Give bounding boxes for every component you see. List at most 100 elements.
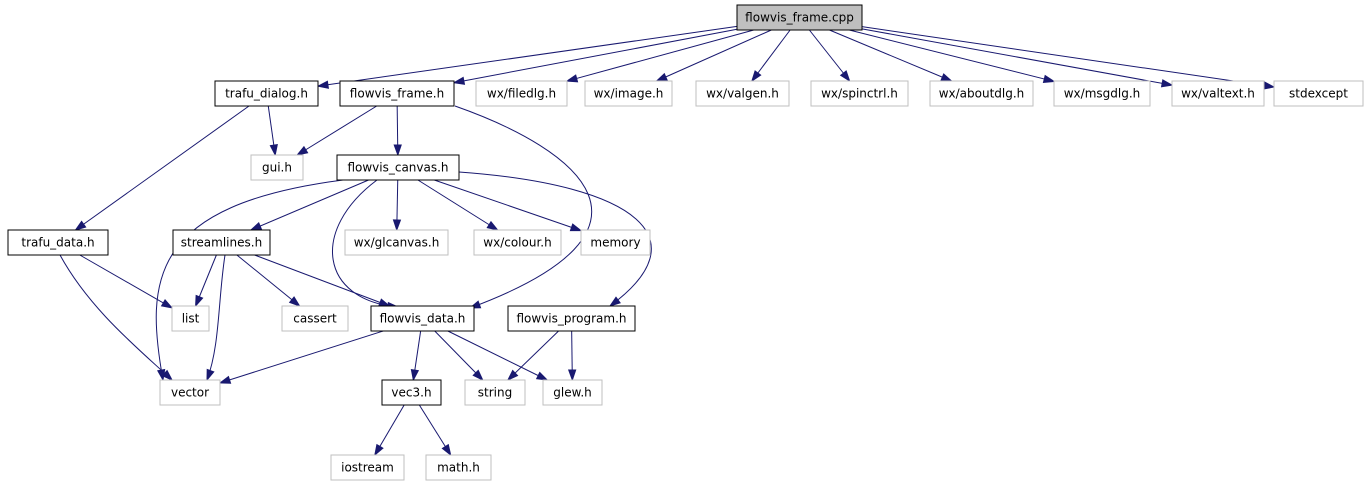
node-label: streamlines.h — [181, 236, 262, 250]
node-label: flowvis_frame.cpp — [745, 11, 854, 25]
edge-flowvis_frame_cpp-to-wx_filedlg_h — [566, 29, 754, 82]
arrowhead-vec3_h — [410, 368, 420, 382]
node-cassert: cassert — [281, 305, 349, 332]
node-label: iostream — [341, 461, 394, 475]
arrowhead-gui_h — [269, 144, 278, 157]
edge-flowvis_frame_cpp-to-wx_spinctrl_h — [808, 29, 851, 82]
node-vec3-h[interactable]: vec3.h — [381, 379, 442, 406]
edge-flowvis_frame_h-to-gui_h — [297, 105, 377, 156]
edge-flowvis_canvas_h-to-vector — [155, 179, 344, 381]
arrowhead-trafu_dialog_h — [316, 80, 329, 89]
node-box — [381, 379, 442, 406]
node-label: vec3.h — [391, 386, 431, 400]
node-wx-msgdlg-h: wx/msgdlg.h — [1053, 80, 1151, 107]
node-iostream: iostream — [330, 454, 405, 481]
arrowhead-wx_spinctrl_h — [839, 70, 851, 83]
node-glew-h: glew.h — [542, 379, 603, 406]
node-trafu-data-h[interactable]: trafu_data.h — [7, 229, 109, 256]
arrowhead-vector — [218, 375, 232, 384]
edge-flowvis_frame_cpp-to-stdexcept — [861, 26, 1275, 88]
edge-flowvis_frame_cpp-to-wx_valgen_h — [751, 29, 791, 82]
node-box — [336, 154, 460, 181]
node-list: list — [171, 305, 210, 332]
node-stdexcept: stdexcept — [1273, 80, 1364, 107]
arrowhead-gui_h — [295, 145, 309, 156]
node-box — [330, 454, 405, 481]
node-trafu-dialog-h[interactable]: trafu_dialog.h — [214, 80, 319, 107]
edge-streamlines_h-to-flowvis_data_h — [254, 254, 390, 307]
edge-flowvis_frame_cpp-to-wx_valtext_h — [861, 28, 1173, 86]
node-flowvis-canvas-h[interactable]: flowvis_canvas.h — [336, 154, 460, 181]
arrowhead-flowvis_canvas_h — [393, 144, 402, 157]
node-wx-valgen-h: wx/valgen.h — [695, 80, 790, 107]
dependency-edges — [59, 25, 1276, 457]
arrowhead-list — [160, 299, 174, 309]
node-box — [542, 379, 603, 406]
arrowhead-string — [506, 369, 519, 382]
node-box — [1053, 80, 1151, 107]
node-box — [344, 229, 449, 256]
node-box — [929, 80, 1034, 107]
arrowhead-flowvis_program_h — [608, 296, 621, 307]
node-flowvis-data-h[interactable]: flowvis_data.h — [370, 305, 475, 332]
node-box — [171, 305, 210, 332]
node-box — [159, 379, 221, 406]
node-box — [507, 305, 636, 332]
node-label: trafu_dialog.h — [225, 87, 308, 101]
node-streamlines-h[interactable]: streamlines.h — [172, 229, 271, 256]
node-box — [425, 454, 492, 481]
arrowhead-wx_aboutdlg_h — [940, 73, 953, 82]
node-box — [1273, 80, 1364, 107]
node-label: wx/aboutdlg.h — [939, 87, 1025, 101]
node-box — [695, 80, 790, 107]
edge-flowvis_canvas_h-to-flowvis_program_h — [458, 171, 652, 307]
node-label: string — [478, 386, 512, 400]
node-wx-spinctrl-h: wx/spinctrl.h — [810, 80, 909, 107]
node-label: list — [182, 312, 200, 326]
edge-trafu_dialog_h-to-trafu_data_h — [75, 105, 250, 231]
node-string: string — [464, 379, 526, 406]
edge-flowvis_data_h-to-string — [434, 330, 484, 381]
node-wx-aboutdlg-h: wx/aboutdlg.h — [929, 80, 1034, 107]
edge-flowvis_canvas_h-to-wx_colour_h — [417, 179, 498, 231]
arrowhead-wx_filedlg_h — [565, 74, 579, 83]
arrowhead-vector — [161, 369, 174, 382]
node-vector: vector — [159, 379, 221, 406]
node-label: stdexcept — [1289, 87, 1348, 101]
edge-streamlines_h-to-vector — [206, 254, 226, 381]
node-label: trafu_data.h — [21, 236, 94, 250]
edge-flowvis_data_h-to-glew_h — [447, 330, 548, 381]
edge-trafu_data_h-to-list — [79, 254, 173, 309]
arrowhead-iostream — [374, 443, 384, 457]
node-label: wx/valtext.h — [1181, 87, 1255, 101]
node-wx-filedlg-h: wx/filedlg.h — [475, 80, 568, 107]
node-box — [464, 379, 526, 406]
file-nodes: flowvis_frame.cpp trafu_dialog.h flowvis_f… — [7, 4, 1364, 481]
node-wx-colour-h: wx/colour.h — [473, 229, 562, 256]
node-label: wx/image.h — [594, 87, 664, 101]
arrowhead-trafu_data_h — [74, 220, 87, 231]
node-gui-h: gui.h — [250, 154, 304, 181]
node-box — [580, 229, 651, 256]
node-flowvis-frame-cpp[interactable]: flowvis_frame.cpp — [736, 4, 863, 31]
node-box — [214, 80, 319, 107]
node-wx-valtext-h: wx/valtext.h — [1171, 80, 1265, 107]
edge-flowvis_frame_cpp-to-wx_image_h — [656, 29, 772, 82]
node-box — [584, 80, 673, 107]
arrowhead-wx_colour_h — [486, 220, 499, 231]
edge-flowvis_frame_h-to-flowvis_data_h — [454, 105, 593, 309]
node-label: flowvis_data.h — [380, 312, 466, 326]
arrowhead-wx_valgen_h — [750, 70, 762, 83]
node-box — [475, 80, 568, 107]
node-label: flowvis_program.h — [516, 312, 626, 326]
arrowhead-vector — [206, 368, 215, 382]
node-label: cassert — [293, 312, 337, 326]
node-flowvis-frame-h[interactable]: flowvis_frame.h — [339, 80, 455, 107]
arrowhead-flowvis_frame_h — [452, 76, 466, 85]
arrowhead-stdexcept — [1263, 81, 1276, 90]
node-box — [339, 80, 455, 107]
node-math-h: math.h — [425, 454, 492, 481]
node-flowvis-program-h[interactable]: flowvis_program.h — [507, 305, 636, 332]
arrowhead-memory — [569, 223, 583, 232]
